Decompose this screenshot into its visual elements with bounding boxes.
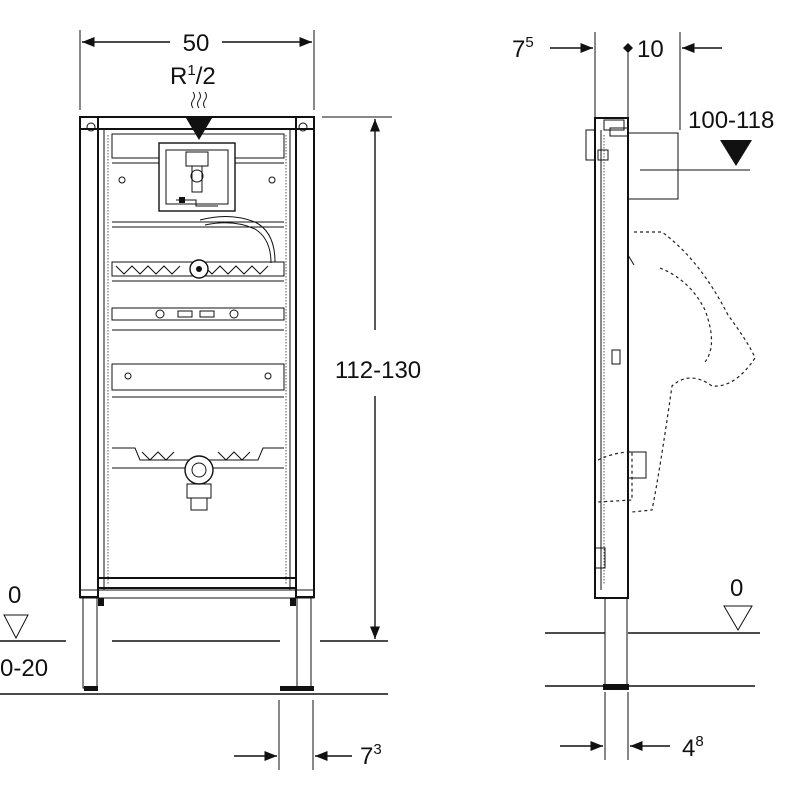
front-legs [82,597,314,691]
side-frame [585,117,635,690]
side-depth-dimension: 75 10 [512,32,722,130]
front-view: 50 R1/2 [0,30,421,770]
front-drain-assembly [112,447,284,511]
side-foot-dimension: 48 [560,692,704,762]
side-foot-sup: 8 [695,733,703,750]
svg-text:48: 48 [682,733,704,762]
reference-point-icon [623,43,633,53]
svg-text:73: 73 [360,741,382,770]
urinal-outline [597,231,756,513]
width-label: 50 [183,30,210,57]
front-upper-assembly [111,133,285,264]
connection-num: 1 [187,62,195,79]
front-foot-sup: 3 [373,741,381,758]
front-crossbar-3 [111,363,285,398]
inlet-height-label: 100-118 [688,107,774,134]
connection-R: R [170,63,187,90]
front-foot-main: 7 [360,743,373,770]
width-dimension: 50 [79,30,315,110]
side-view: 75 10 100-118 [512,32,774,762]
svg-text:R1/2: R1/2 [170,62,216,90]
front-crossbar-2 [111,307,285,331]
side-inlet-box: 100-118 [627,107,774,200]
floor-offset-label: 0-20 [0,655,48,682]
side-floor-level-label: 0 [730,575,743,602]
front-foot-dimension: 73 [234,700,382,770]
side-depth-main: 7 [512,36,525,63]
side-floor-level-triangle-icon [723,605,753,631]
water-supply-icon [191,91,207,109]
floor-level-triangle-icon [3,614,29,640]
height-label: 112-130 [335,357,421,384]
front-floor-level-marker: 0 0-20 [0,582,48,682]
front-crossbar-1 [111,259,285,282]
side-spacing-label: 10 [637,36,664,63]
side-foot-main: 4 [682,735,695,762]
inlet-level-triangle-icon [720,140,752,166]
front-floor-level-label: 0 [8,582,21,609]
connection-den: /2 [196,63,216,90]
svg-text:75: 75 [512,34,534,63]
front-frame [79,116,315,599]
height-dimension: 112-130 [322,116,421,639]
side-floor-level-marker: 0 [723,575,753,631]
side-depth-sup: 5 [525,34,533,51]
